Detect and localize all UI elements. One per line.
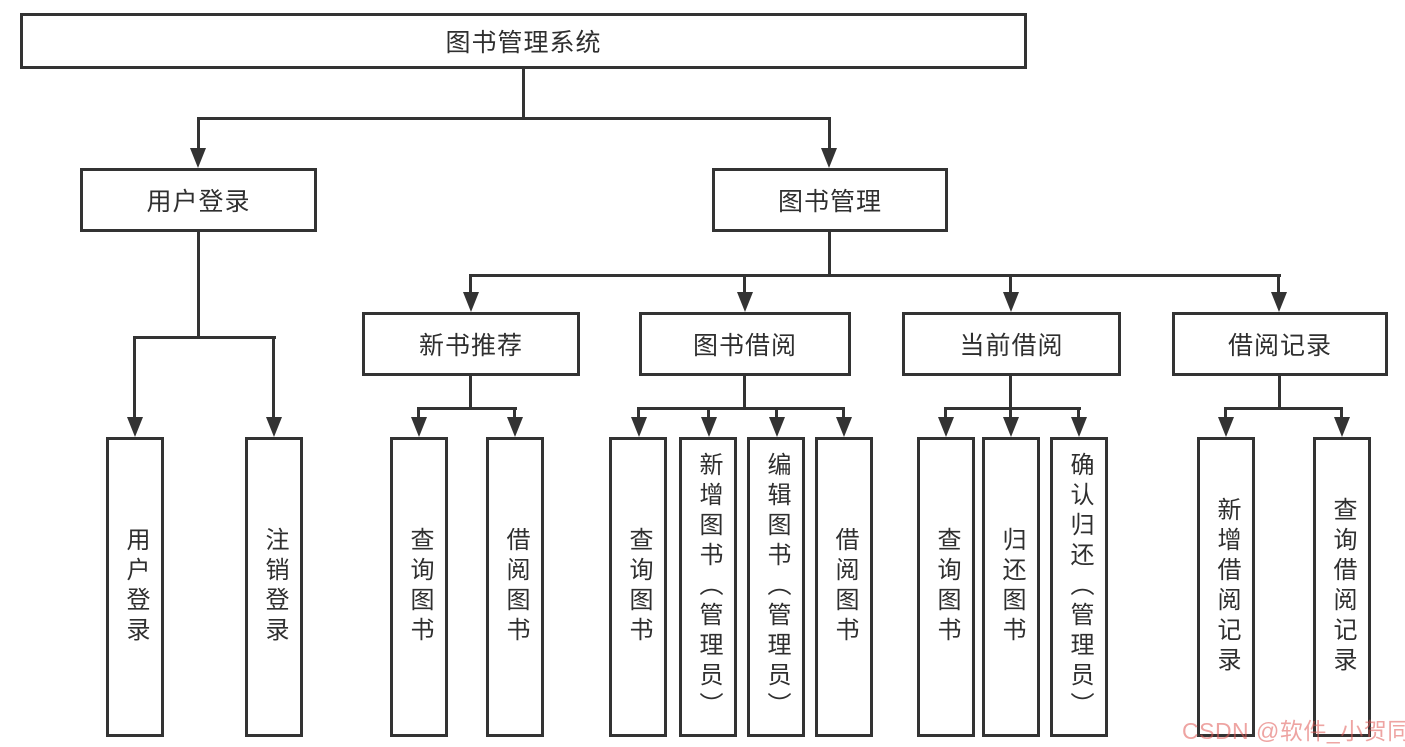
leaf-add-borrow-record: 新增借阅记录 (1197, 437, 1255, 737)
connector-line (1077, 407, 1080, 419)
connector-line (1009, 407, 1012, 419)
connector-line (133, 336, 276, 339)
node-book-borrowing: 图书借阅 (639, 312, 851, 376)
connector-line (1224, 407, 1227, 419)
leaf-logout: 注销登录 (245, 437, 303, 737)
arrow-down-icon (411, 417, 427, 437)
node-label: 图书借阅 (692, 332, 797, 360)
arrow-down-icon (821, 148, 837, 168)
connector-line (417, 407, 517, 410)
leaf-query-book-2: 查询图书 (609, 437, 667, 737)
leaf-query-borrow-record: 查询借阅记录 (1313, 437, 1371, 737)
connector-line (1340, 407, 1343, 419)
arrow-down-icon (631, 417, 647, 437)
connector-line (775, 407, 778, 419)
node-label: 当前借阅 (959, 332, 1064, 360)
node-current-borrowing: 当前借阅 (902, 312, 1121, 376)
connector-line (417, 407, 420, 419)
connector-line (1277, 274, 1280, 294)
leaf-return-book: 归还图书 (982, 437, 1040, 737)
node-label: 新书推荐 (418, 332, 523, 360)
node-label: 借阅记录 (1227, 332, 1332, 360)
connector-line (842, 407, 845, 419)
arrow-down-icon (190, 148, 206, 168)
connector-line (828, 232, 831, 274)
node-label: 查询图书 (625, 527, 652, 647)
arrow-down-icon (507, 417, 523, 437)
connector-line (707, 407, 710, 419)
node-book-management: 图书管理 (712, 168, 948, 232)
connector-line (469, 274, 1281, 277)
node-new-book-recommendation: 新书推荐 (362, 312, 580, 376)
leaf-borrow-book-2: 借阅图书 (815, 437, 873, 737)
connector-line (1009, 376, 1012, 409)
arrow-down-icon (463, 292, 479, 312)
connector-line (197, 117, 200, 150)
node-label: 查询图书 (933, 527, 960, 647)
connector-line (469, 376, 472, 409)
node-label: 编辑图书（管理员） (763, 452, 790, 722)
connector-line (637, 407, 845, 410)
leaf-confirm-return-admin: 确认归还（管理员） (1050, 437, 1108, 737)
node-label: 新增图书（管理员） (695, 452, 722, 722)
leaf-query-book-1: 查询图书 (390, 437, 448, 737)
arrow-down-icon (266, 417, 282, 437)
node-library-management-system: 图书管理系统 (20, 13, 1027, 69)
connector-line (197, 232, 200, 338)
connector-line (944, 407, 1081, 410)
connector-line (637, 407, 640, 419)
node-label: 新增借阅记录 (1213, 497, 1240, 677)
connector-line (272, 336, 275, 419)
arrow-down-icon (769, 417, 785, 437)
connector-line (743, 376, 746, 409)
arrow-down-icon (1071, 417, 1087, 437)
arrow-down-icon (1003, 292, 1019, 312)
connector-line (522, 69, 525, 120)
node-label: 查询图书 (406, 527, 433, 647)
arrow-down-icon (1003, 417, 1019, 437)
node-label: 借阅图书 (831, 527, 858, 647)
node-label: 确认归还（管理员） (1066, 452, 1093, 722)
leaf-user-login: 用户登录 (106, 437, 164, 737)
connector-line (469, 274, 472, 294)
node-label: 查询借阅记录 (1329, 497, 1356, 677)
node-label: 用户登录 (122, 527, 149, 647)
node-label: 借阅图书 (502, 527, 529, 647)
connector-line (828, 117, 831, 150)
leaf-add-book-admin: 新增图书（管理员） (679, 437, 737, 737)
connector-line (1224, 407, 1343, 410)
node-label: 归还图书 (998, 527, 1025, 647)
leaf-borrow-book-1: 借阅图书 (486, 437, 544, 737)
connector-line (197, 117, 831, 120)
arrow-down-icon (701, 417, 717, 437)
arrow-down-icon (836, 417, 852, 437)
arrow-down-icon (938, 417, 954, 437)
connector-line (133, 336, 136, 419)
watermark: CSDN @软件_小贺同学 (1182, 718, 1405, 744)
leaf-query-book-3: 查询图书 (917, 437, 975, 737)
leaf-edit-book-admin: 编辑图书（管理员） (747, 437, 805, 737)
connector-line (513, 407, 516, 419)
arrow-down-icon (1218, 417, 1234, 437)
arrow-down-icon (1271, 292, 1287, 312)
arrow-down-icon (737, 292, 753, 312)
node-label: 注销登录 (261, 527, 288, 647)
connector-line (1278, 376, 1281, 409)
node-label: 图书管理系统 (445, 29, 602, 57)
arrow-down-icon (127, 417, 143, 437)
node-label: 用户登录 (146, 188, 251, 216)
connector-line (944, 407, 947, 419)
node-user-login: 用户登录 (80, 168, 317, 232)
arrow-down-icon (1334, 417, 1350, 437)
connector-line (1009, 274, 1012, 294)
connector-line (743, 274, 746, 294)
node-borrowing-records: 借阅记录 (1172, 312, 1388, 376)
node-label: 图书管理 (777, 188, 882, 216)
